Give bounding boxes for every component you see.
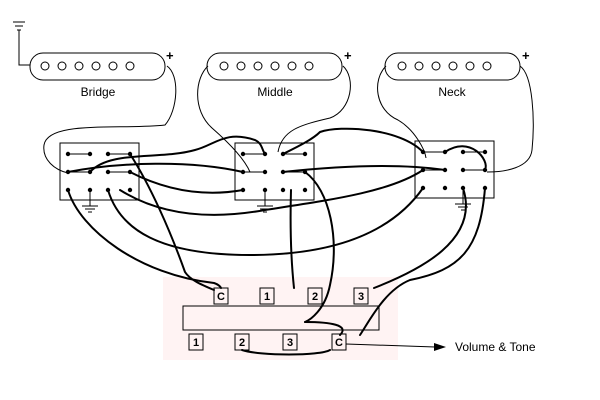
pickup-bridge [29, 52, 166, 81]
pickup-middle-plus: + [344, 48, 352, 63]
pickup-bridge-label: Bridge [81, 85, 116, 99]
pickup-bridge-plus: + [166, 48, 174, 63]
pickup-middle [206, 52, 343, 81]
push-pull-switch-middle [234, 142, 315, 213]
selector-top-terminal-2-label: 2 [312, 291, 318, 303]
pickup-middle-label: Middle [257, 85, 293, 99]
interconnect-wires [67, 127, 487, 356]
selector-bottom-terminal-2-label: 2 [239, 337, 245, 349]
selector-bottom-terminal-c: C [331, 333, 347, 351]
pickup-neck-plus: + [522, 48, 530, 63]
ground-symbol-top-left [13, 21, 30, 66]
selector-top-terminal-c-label: C [217, 291, 225, 303]
selector-switch-background [163, 277, 398, 360]
selector-top-terminal-2: 2 [307, 287, 323, 305]
selector-bottom-terminal-3-label: 3 [287, 337, 293, 349]
output-arrow [345, 343, 446, 351]
push-pull-switch-neck [414, 140, 495, 211]
selector-top-terminal-3: 3 [353, 287, 369, 305]
selector-switch-body [182, 305, 380, 331]
selector-bottom-terminal-c-label: C [335, 337, 343, 349]
selector-top-terminal-1-label: 1 [264, 291, 270, 303]
pickup-leads [43, 65, 534, 174]
pickup-neck [384, 52, 521, 81]
pickup-neck-label: Neck [438, 85, 466, 99]
selector-bottom-terminal-1-label: 1 [193, 337, 199, 349]
selector-bottom-terminal-1: 1 [188, 333, 204, 351]
output-label: Volume & Tone [455, 340, 536, 354]
selector-top-terminal-3-label: 3 [358, 291, 364, 303]
selector-bottom-terminal-3: 3 [282, 333, 298, 351]
selector-top-terminal-1: 1 [259, 287, 275, 305]
